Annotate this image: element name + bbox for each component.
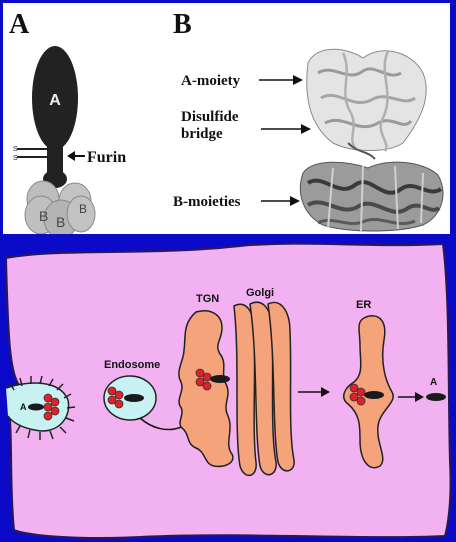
er-b-2 — [357, 388, 365, 396]
disulfide-label-line1: Disulfide — [181, 109, 239, 125]
endosome: Endosome — [104, 359, 160, 420]
a-subunit-label: A — [49, 92, 61, 109]
membrane-toxin-a-label: A — [20, 402, 27, 412]
trafficking-pathway-panel: A Endosome TGN — [0, 240, 456, 542]
released-a-subunit — [426, 393, 446, 401]
ribbon-structure — [300, 49, 443, 231]
tgn-label: TGN — [196, 293, 219, 305]
golgi: Golgi — [234, 287, 294, 475]
toxin-schematic: A S S B B B Furin — [13, 46, 126, 234]
er-toxin-a — [364, 391, 384, 399]
b-moieties-label: B-moieties — [173, 194, 241, 210]
furin-label: Furin — [87, 149, 126, 166]
b-moieties-pointer-head — [290, 196, 300, 206]
golgi-label: Golgi — [246, 287, 274, 299]
panel-a-letter: A — [9, 9, 30, 40]
endosome-b-4 — [115, 400, 123, 408]
membrane-b-4 — [51, 407, 59, 415]
released-a-label: A — [430, 377, 437, 388]
er-b-4 — [357, 397, 365, 405]
membrane-b-5 — [44, 412, 52, 420]
disulfide-mark-2: S — [13, 155, 18, 162]
membrane-b-2 — [51, 398, 59, 406]
furin-arrow-head — [67, 151, 75, 161]
tgn-b-2 — [203, 373, 211, 381]
disulfide-mark-1: S — [13, 146, 18, 153]
trafficking-pathway-diagram: A Endosome TGN — [0, 240, 456, 542]
endosome-b-2 — [115, 391, 123, 399]
a-moiety-pointer-head — [293, 75, 303, 85]
tgn-b-4 — [203, 382, 211, 390]
b-subunit-label-3: B — [79, 202, 87, 216]
endosome-toxin-a — [124, 394, 144, 402]
tgn-toxin-a — [210, 375, 230, 383]
b-subunit-label-1: B — [39, 208, 48, 224]
er-label: ER — [356, 299, 371, 311]
panel-b-letter: B — [173, 9, 192, 40]
endosome-label: Endosome — [104, 359, 160, 371]
disulfide-label-line2: bridge — [181, 126, 223, 142]
toxin-structure-figure: A A S S B B B Furin — [3, 3, 450, 234]
membrane-toxin-a — [28, 404, 44, 411]
disulfide-pointer-head — [301, 124, 311, 134]
a-moiety-label: A-moiety — [181, 73, 241, 89]
toxin-structure-panel: A A S S B B B Furin — [3, 3, 450, 234]
b-subunit-label-2: B — [56, 214, 65, 230]
